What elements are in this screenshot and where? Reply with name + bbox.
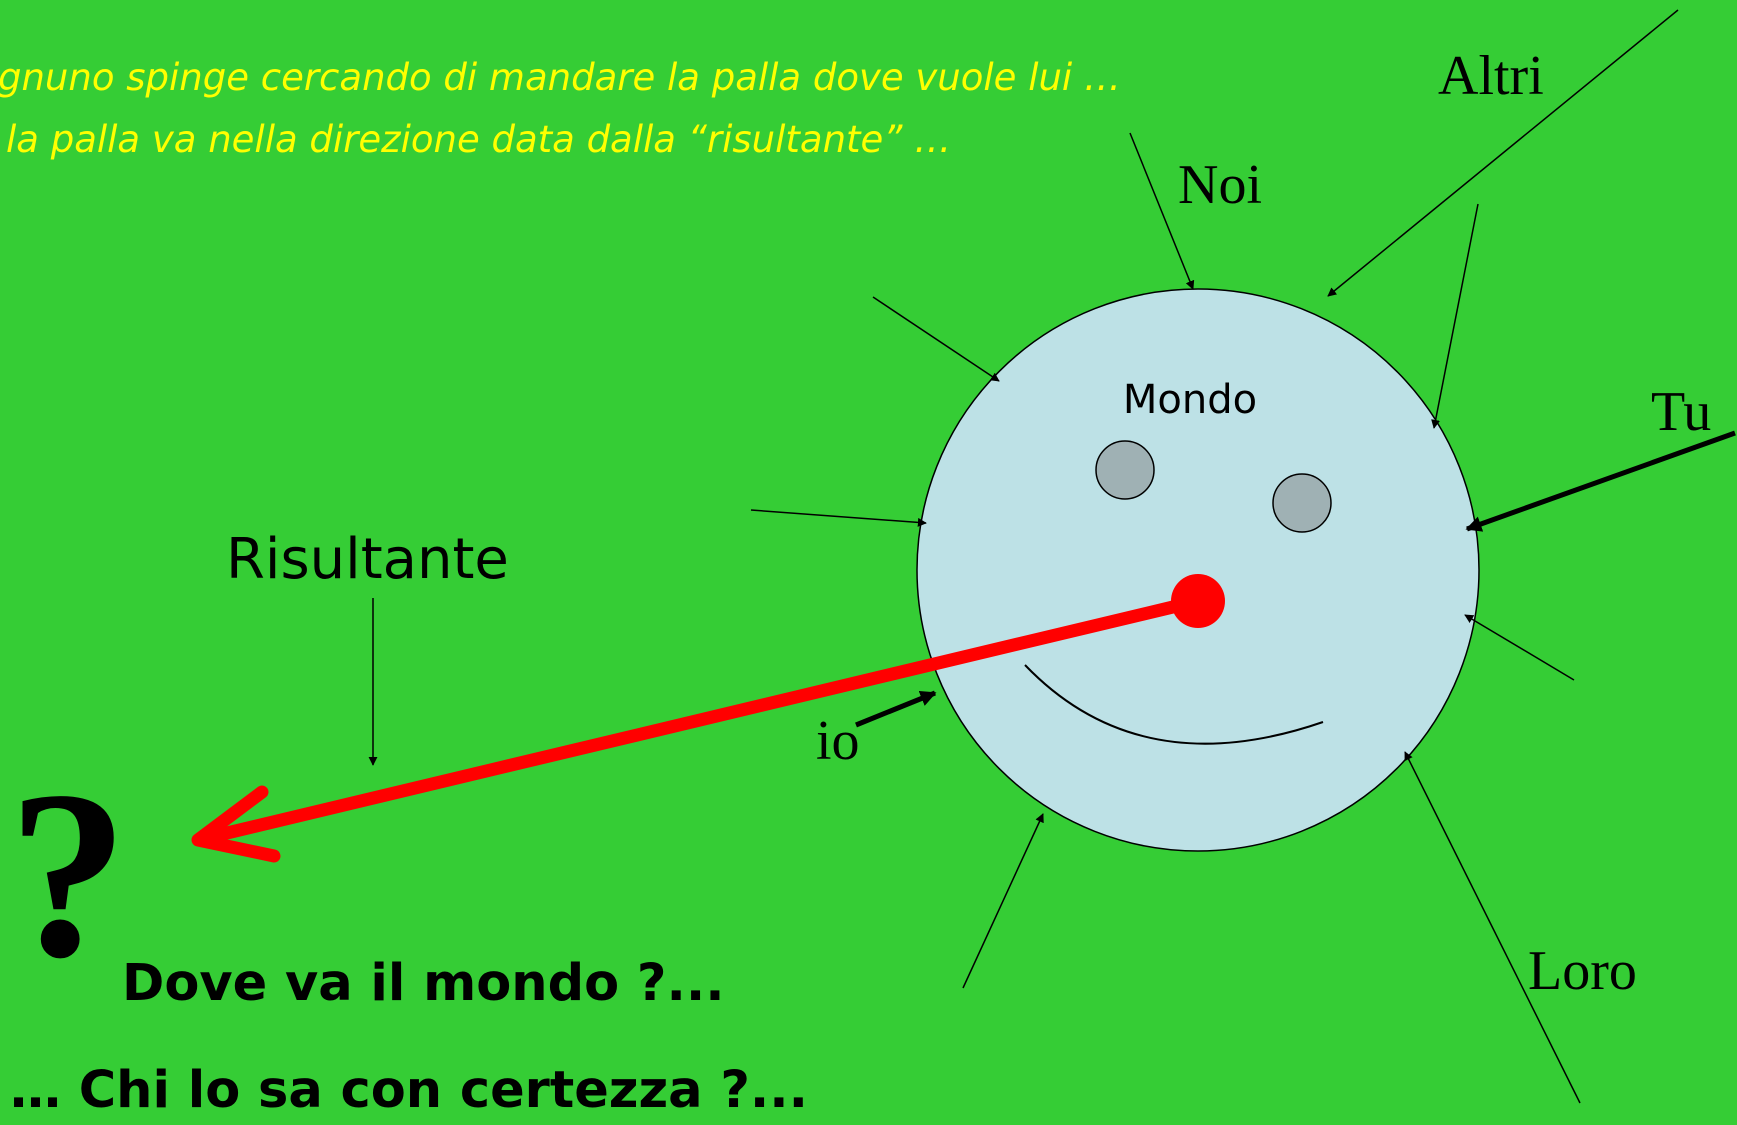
label-risultante: Risultante bbox=[226, 527, 509, 592]
left-eye bbox=[1095, 440, 1155, 500]
caption-line-2: la palla va nella direzione data dalla “… bbox=[6, 118, 951, 161]
arrow-right-lower bbox=[1464, 614, 1575, 681]
arrow-altri bbox=[1327, 9, 1679, 297]
label-loro: Loro bbox=[1528, 940, 1637, 1002]
bottom-line-2: … Chi lo sa con certezza ?... bbox=[10, 1061, 808, 1120]
arrow-noi bbox=[1129, 132, 1195, 290]
arrow-left bbox=[750, 509, 927, 527]
right-eye bbox=[1272, 473, 1332, 533]
label-noi: Noi bbox=[1178, 154, 1262, 216]
resultant-vector bbox=[199, 594, 1205, 845]
arrow-upper-left bbox=[872, 296, 1000, 382]
label-tu: Tu bbox=[1651, 381, 1711, 443]
arrow-bottom-left bbox=[962, 813, 1044, 989]
smile bbox=[1024, 664, 1324, 745]
world-ball bbox=[916, 288, 1480, 852]
arrow-io bbox=[855, 690, 937, 728]
label-io: io bbox=[816, 710, 860, 772]
resultant-origin bbox=[1171, 574, 1225, 628]
arrow-loro bbox=[1404, 751, 1581, 1104]
arrow-upper-right bbox=[1431, 203, 1479, 429]
caption-line-1: gnuno spinge cercando di mandare la pall… bbox=[0, 56, 1121, 99]
question-mark: ? bbox=[8, 741, 128, 1007]
bottom-line-1: Dove va il mondo ?... bbox=[122, 954, 725, 1013]
arrow-tu bbox=[1465, 430, 1736, 532]
label-altri: Altri bbox=[1438, 45, 1544, 107]
world-label: Mondo bbox=[1123, 377, 1257, 423]
resultant-arrowhead bbox=[191, 785, 281, 863]
